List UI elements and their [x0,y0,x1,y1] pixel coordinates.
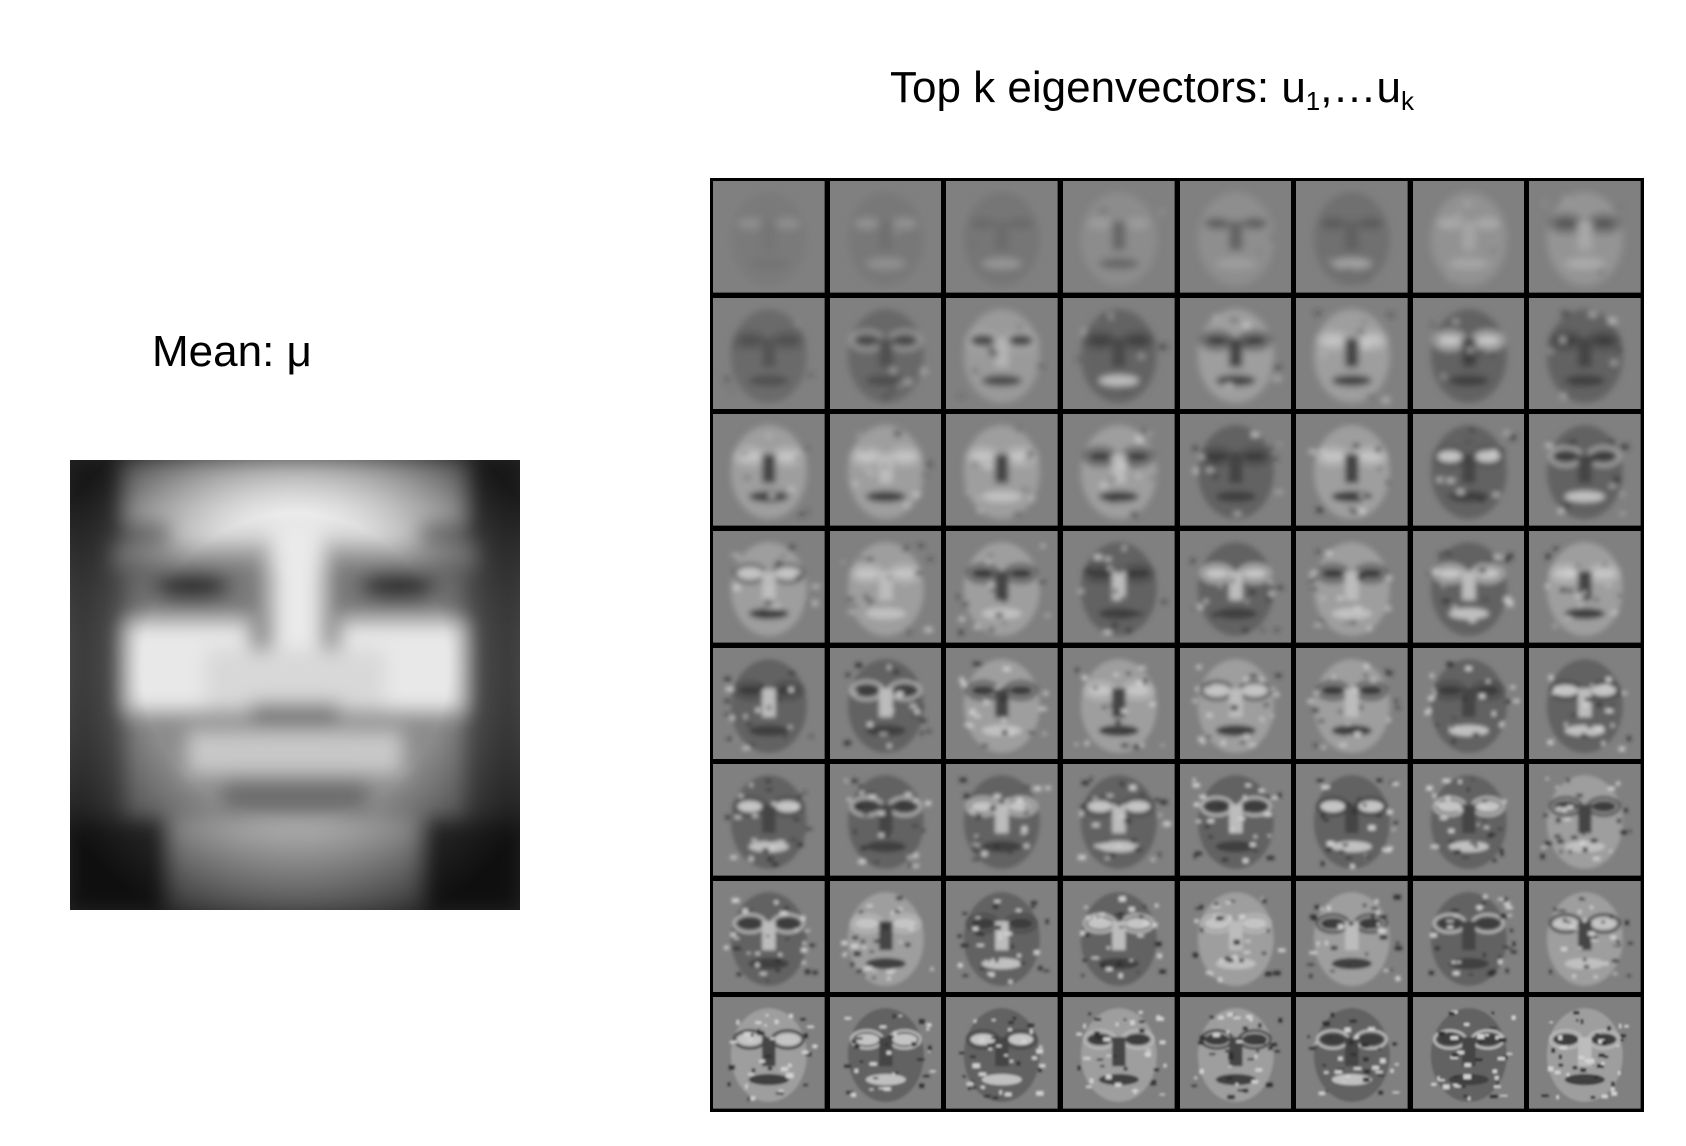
eigenface-28 [1062,530,1175,643]
eigenface-41 [713,764,825,876]
eigenface-52 [1062,880,1175,993]
eigenface-63 [1412,997,1525,1109]
eigenvectors-label: Top k eigenvectors: u1,…uk [890,63,1414,115]
eigenface-50 [829,880,942,993]
eigenface-23 [1412,414,1525,526]
eigenface-47 [1412,764,1525,876]
eigenface-7 [1412,181,1525,293]
eigenface-38 [1296,647,1408,760]
eigenface-51 [946,880,1058,993]
eigenface-34 [829,647,942,760]
eigenface-10 [829,297,942,410]
eigenface-5 [1179,181,1292,293]
eigenvectors-label-main: Top k eigenvectors: u [890,63,1306,112]
eigenface-1 [713,181,825,293]
eigenface-29 [1179,530,1292,643]
eigenface-13 [1179,297,1292,410]
eigenface-49 [713,880,825,993]
eigenface-54 [1296,880,1408,993]
eigenface-12 [1062,297,1175,410]
eigenface-9 [713,297,825,410]
eigenface-37 [1179,647,1292,760]
eigenface-14 [1296,297,1408,410]
eigenface-31 [1412,530,1525,643]
eigenface-35 [946,647,1058,760]
mean-face-image [70,460,520,910]
eigenface-25 [713,530,825,643]
eigenface-6 [1296,181,1408,293]
eigenvectors-label-sub-1: 1 [1305,86,1321,116]
eigenface-16 [1529,297,1641,410]
eigenface-53 [1179,880,1292,993]
eigenface-45 [1179,764,1292,876]
eigenface-19 [946,414,1058,526]
eigenface-62 [1296,997,1408,1109]
eigenface-36 [1062,647,1175,760]
eigenface-44 [1062,764,1175,876]
mean-label: Mean: μ [152,327,312,376]
eigenface-56 [1529,880,1641,993]
eigenface-55 [1412,880,1525,993]
eigenface-46 [1296,764,1408,876]
eigenface-57 [713,997,825,1109]
eigenface-64 [1529,997,1641,1109]
eigenface-33 [713,647,825,760]
eigenface-26 [829,530,942,643]
eigenface-27 [946,530,1058,643]
eigenface-24 [1529,414,1641,526]
eigenface-48 [1529,764,1641,876]
eigenvector-grid [710,178,1644,1112]
eigenface-17 [713,414,825,526]
eigenface-18 [829,414,942,526]
eigenface-30 [1296,530,1408,643]
eigenvectors-label-sub-k: k [1400,86,1414,116]
eigenface-42 [829,764,942,876]
eigenface-2 [829,181,942,293]
eigenface-11 [946,297,1058,410]
eigenface-40 [1529,647,1641,760]
eigenface-3 [946,181,1058,293]
eigenface-22 [1296,414,1408,526]
eigenface-15 [1412,297,1525,410]
eigenface-59 [946,997,1058,1109]
eigenvectors-label-mid: ,…u [1320,63,1401,112]
eigenface-8 [1529,181,1641,293]
eigenface-58 [829,997,942,1109]
eigenface-20 [1062,414,1175,526]
eigenface-39 [1412,647,1525,760]
eigenface-4 [1062,181,1175,293]
eigenface-43 [946,764,1058,876]
eigenface-61 [1179,997,1292,1109]
eigenface-60 [1062,997,1175,1109]
eigenface-32 [1529,530,1641,643]
eigenface-21 [1179,414,1292,526]
